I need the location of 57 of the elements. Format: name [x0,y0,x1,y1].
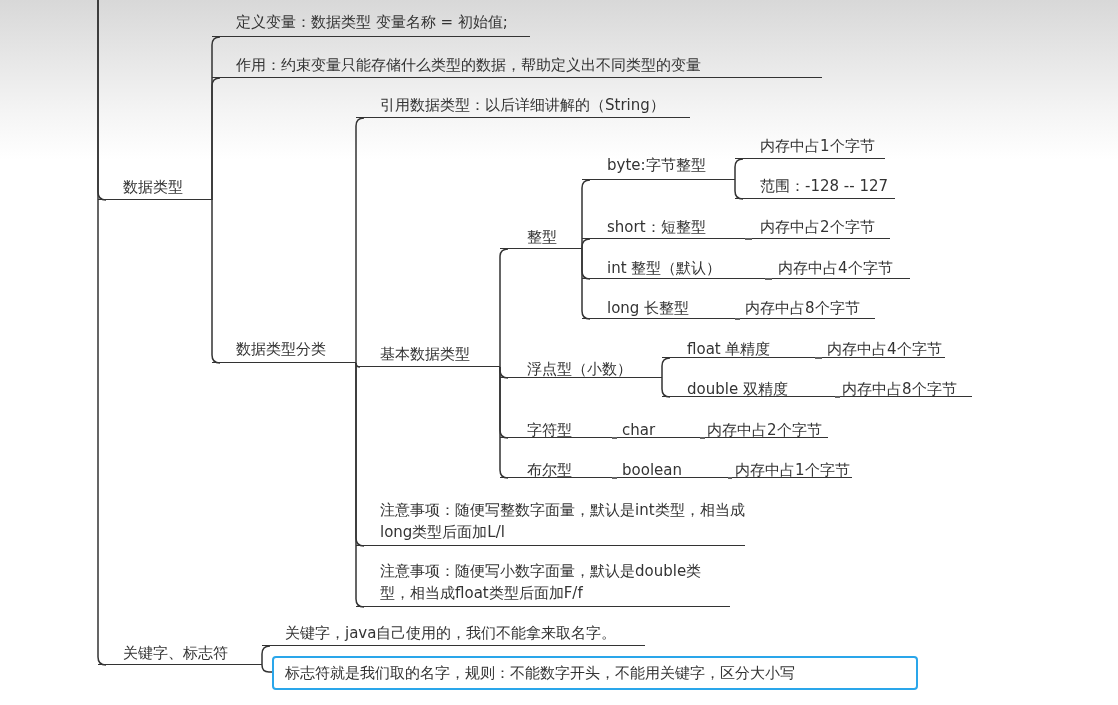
branch-line [261,664,273,673]
branch-line [97,0,107,666]
topic-text: boolean [617,459,728,478]
topic-text: 内存中占8个字节 [840,378,972,397]
topic-text: 内存中占2个字节 [752,216,890,239]
topic-text: 内存中占4个字节 [822,338,945,358]
topic-text: 内存中占2个字节 [705,419,828,438]
topic-text: 关键字，java自己使用的，我们不能拿来取名字。 [262,622,645,646]
branch-line [581,248,591,320]
topic-text: float 单精度 [662,338,815,358]
topic-text: 字符型 [500,419,612,438]
branch-line [211,77,221,201]
topic-text: char [617,419,700,438]
branch-line [611,437,618,439]
selected-topic: 标志符就是我们取的名字，规则：不能数字开头，不能用关键字，区分大小写 [272,656,918,690]
topic-text: 注意事项：随便写小数字面量，默认是double类型，相当成float类型后面加F/f [356,560,730,607]
branch-line [355,362,365,608]
topic-text: double 双精度 [662,378,835,397]
topic-text: 浮点型（小数） [500,358,662,378]
topic-text: short：短整型 [582,216,745,239]
branch-line [355,117,365,364]
topic-text: 定义变量：数据类型 变量名称 = 初始值; [212,11,530,37]
branch-line [834,396,841,398]
topic-text: 数据类型分类 [212,338,356,363]
topic-text: long 长整型 [582,297,735,319]
branch-line [744,238,753,240]
topic-text: 布尔型 [500,459,612,478]
topic-text: byte:字节整型 [582,154,735,180]
branch-line [734,158,744,181]
branch-line [699,437,706,439]
branch-line [261,645,271,666]
branch-line [727,477,733,479]
topic-text: 引用数据类型：以后详细讲解的（String） [356,94,690,118]
branch-line [764,278,773,280]
branch-line [814,357,823,359]
branch-line [661,377,671,398]
topic-text: 内存中占8个字节 [740,297,875,319]
topic-text: int 整型（默认） [582,257,765,279]
branch-line [734,179,744,200]
branch-line [499,366,509,479]
topic-text: 整型 [500,226,582,249]
topic-text: 内存中占1个字节 [732,459,852,478]
topic-text: 注意事项：随便写整数字面量，默认是int类型，相当成long类型后面加L/l [356,499,745,546]
branch-line [661,357,671,379]
topic-text: 内存中占4个字节 [772,257,910,279]
branch-line [611,477,618,479]
branch-line [734,318,741,320]
topic-text: 内存中占1个字节 [735,135,885,159]
topic-text: 数据类型 [98,176,212,200]
branch-line [211,199,221,364]
topic-text: 范围：-128 -- 127 [735,175,895,199]
topic-text: 关键字、标志符 [98,642,262,665]
branch-line [355,362,361,368]
topic-text: 基本数据类型 [356,343,500,367]
branch-line [499,248,509,368]
branch-line [581,238,591,250]
topic-text: 作用：约束变量只能存储什么类型的数据，帮助定义出不同类型的变量 [212,54,822,78]
